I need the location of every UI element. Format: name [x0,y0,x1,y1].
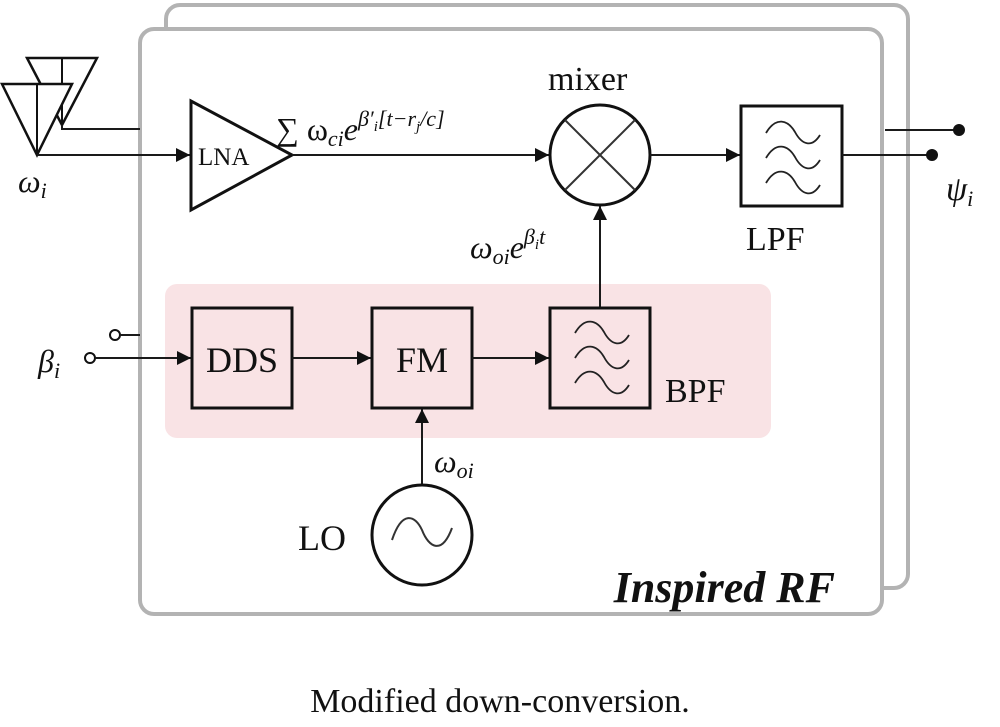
oscillator-icon [370,483,474,587]
frame-title: Inspired RF [613,563,835,612]
rf-signal-expression: ∑ ωcieβ′i[t−rj/c] [276,106,445,151]
fm-label: FM [396,340,448,380]
output-terminal-back [953,124,965,136]
lo-label: LO [298,518,346,558]
beta-input-terminal-front [84,352,96,364]
filter-waves-icon [765,120,821,195]
mixer-icon [548,103,652,207]
bpf-label: BPF [665,373,726,410]
mixer-label: mixer [548,61,628,98]
lo-signal-expression: ωoieβit [470,224,546,269]
output-terminal-front [926,149,938,161]
lo-chain-region [165,284,771,438]
beta-label: βi [37,343,60,383]
lo-frequency-label: ωoi [434,443,474,483]
figure-caption: Modified down-conversion. [310,683,690,720]
filter-waves-icon [574,320,630,395]
lna-amplifier [189,98,296,213]
bpf-filter [548,306,652,410]
lpf-filter [739,104,844,208]
beta-input-terminal-back [109,329,121,341]
lpf-label: LPF [746,221,805,258]
antenna-front-icon [0,82,75,158]
lna-label: LNA [198,144,249,171]
dds-label: DDS [206,340,278,380]
output-label: ψi [946,171,973,211]
antenna-label: ωi [18,163,47,203]
